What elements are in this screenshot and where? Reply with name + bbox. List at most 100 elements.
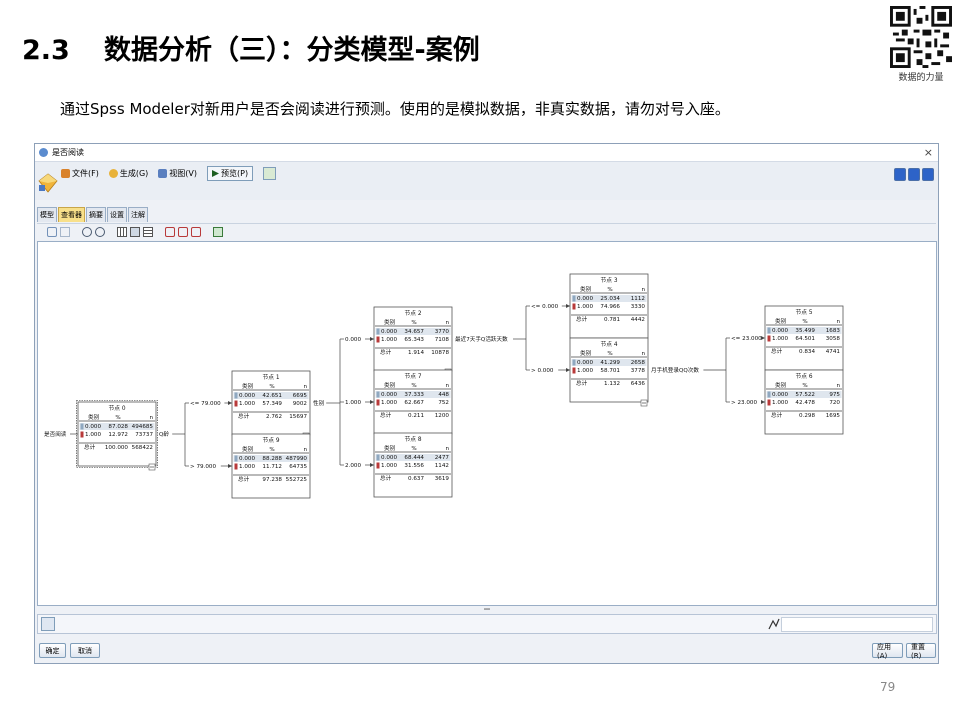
node4-header-percent: %: [607, 351, 612, 357]
node5-row-bg-1: [766, 335, 842, 342]
print-icon[interactable]: [47, 226, 57, 237]
node7-row-0-category: 0.000: [381, 392, 397, 398]
node3-row-bg-1: [571, 303, 647, 310]
graph-view-icon[interactable]: [130, 226, 140, 237]
node1-title: 节点 1: [262, 373, 279, 381]
node0-header-percent: %: [115, 415, 120, 421]
menu-items: 文件(F) 生成(G) 视图(V) 预览(P): [61, 166, 277, 181]
zoom-in-icon[interactable]: [82, 226, 92, 237]
node9-row-1-category: 1.000: [239, 464, 255, 470]
node0-row-0-category: 0.000: [85, 424, 101, 430]
node4-title: 节点 4: [600, 340, 617, 348]
tab-annotations[interactable]: 注解: [128, 207, 148, 222]
menu-file[interactable]: 文件(F): [61, 168, 99, 179]
arrow-node6: [761, 400, 765, 404]
node8-row-bg-0: [375, 454, 451, 461]
node2-title: 节点 2: [404, 309, 421, 317]
node2-class-swatch-0: [376, 328, 380, 335]
node0-class-swatch-1: [80, 431, 84, 438]
node2-header-category: 类别: [384, 318, 396, 326]
node1-row-0-category: 0.000: [239, 393, 255, 399]
tab-bar: 模型 查看器 摘要 设置 注解: [37, 207, 148, 222]
export-button[interactable]: [263, 167, 277, 180]
preview-label: 预览(P): [221, 169, 249, 178]
reset-button[interactable]: 重置(R): [906, 643, 936, 660]
node6-header-category: 类别: [775, 381, 787, 389]
menu-generate[interactable]: 生成(G): [108, 168, 148, 179]
cancel-button[interactable]: 取消: [70, 643, 100, 658]
grid-view-icon[interactable]: [117, 226, 127, 237]
node1-class-swatch-0: [234, 392, 238, 399]
node3-row-1-count: 3330: [631, 304, 646, 310]
node3-header-category: 类别: [580, 285, 592, 293]
node0-class-swatch-0: [80, 423, 84, 430]
node1-row-0-count: 6695: [293, 393, 308, 399]
apply-button[interactable]: 应用(A): [872, 643, 903, 660]
tab-viewer[interactable]: 查看器: [58, 207, 85, 222]
close-icon[interactable]: ×: [923, 146, 933, 159]
node1-row-0-percent: 42.651: [262, 393, 282, 399]
node4-row-bg-0: [571, 359, 647, 366]
node0-row-1-count: 73737: [135, 432, 153, 438]
node0-total-count: 568422: [132, 445, 153, 451]
tab-settings[interactable]: 设置: [107, 207, 127, 222]
tab-model[interactable]: 模型: [37, 207, 57, 222]
split-label-node1: 性别: [313, 399, 325, 407]
node6-row-1-percent: 42.478: [795, 400, 815, 406]
tree-right-icon[interactable]: [191, 226, 201, 237]
measure-icon: [768, 618, 780, 630]
split-label-node4: 月手机登录QQ次数: [651, 366, 699, 374]
node3-row-0-category: 0.000: [577, 296, 593, 302]
node5-header-count: n: [836, 319, 840, 325]
node3-header-percent: %: [607, 287, 612, 293]
node8-class-swatch-0: [376, 454, 380, 461]
node8-header-category: 类别: [384, 444, 396, 452]
split-label-node0: Q龄: [159, 430, 169, 438]
node2-total-label: 总计: [380, 348, 392, 356]
node6-class-swatch-1: [767, 399, 771, 406]
node6-total-label: 总计: [771, 411, 783, 419]
node8-row-1-percent: 31.556: [404, 463, 424, 469]
node0-selection: [76, 400, 158, 468]
node6-title: 节点 6: [795, 372, 812, 380]
node7-total-label: 总计: [380, 411, 392, 419]
menu-view[interactable]: 视图(V): [158, 168, 197, 179]
model-nugget-icon: [38, 173, 58, 193]
tree-top-icon[interactable]: [165, 226, 175, 237]
page-number: 79: [880, 680, 896, 694]
maximize-icon[interactable]: [922, 168, 934, 181]
table-view-icon[interactable]: [143, 226, 153, 237]
node9-row-0-percent: 88.288: [262, 456, 282, 462]
node2-header-percent: %: [411, 320, 416, 326]
node8-class-swatch-1: [376, 462, 380, 469]
zoom-out-icon[interactable]: [95, 226, 105, 237]
arrow-node3: [566, 304, 570, 308]
node5-total-label: 总计: [771, 347, 783, 355]
node3-title: 节点 3: [600, 276, 617, 284]
node8-title: 节点 8: [404, 435, 421, 443]
node1-header-percent: %: [269, 384, 274, 390]
tab-summary[interactable]: 摘要: [86, 207, 106, 222]
splitter-handle[interactable]: [37, 607, 937, 611]
chart-button[interactable]: [41, 617, 55, 631]
restore-icon[interactable]: [908, 168, 920, 181]
export-tree-icon[interactable]: [213, 226, 223, 237]
arrow-node1: [228, 401, 232, 405]
preview-button[interactable]: 预览(P): [207, 166, 254, 181]
node6-row-0-percent: 57.522: [795, 392, 815, 398]
tree-left-icon[interactable]: [178, 226, 188, 237]
help-icon[interactable]: [894, 168, 906, 181]
viewer-toolbar: [37, 223, 936, 239]
node0-total-percent: 100.000: [105, 445, 129, 451]
node9-row-1-percent: 11.712: [262, 464, 282, 470]
ok-button[interactable]: 确定: [39, 643, 66, 658]
copy-icon[interactable]: [60, 226, 70, 237]
node6-row-0-category: 0.000: [772, 392, 788, 398]
node6-class-swatch-0: [767, 391, 771, 398]
node9-row-1-count: 64735: [289, 464, 307, 470]
node3-row-0-percent: 25.034: [600, 296, 620, 302]
node2-row-1-category: 1.000: [381, 337, 397, 343]
node3-class-swatch-1: [572, 303, 576, 310]
